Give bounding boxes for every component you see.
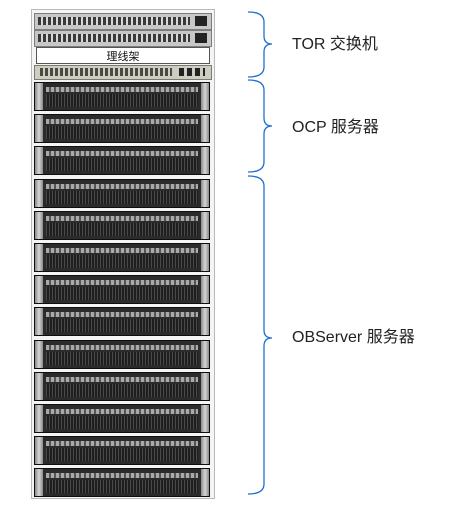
vent-grille: [46, 287, 198, 301]
server-rack: 理线架: [31, 9, 215, 499]
rack-handle: [35, 308, 43, 336]
rack-handle: [35, 179, 43, 207]
rack-handle: [35, 276, 43, 304]
observer-server-unit: [34, 468, 210, 498]
drive-bays: [46, 151, 198, 157]
drive-bays: [46, 441, 198, 447]
rack-handle: [35, 147, 43, 175]
rack-handle: [35, 405, 43, 432]
ocp-server-unit: [34, 146, 210, 176]
rack-handle: [35, 437, 43, 465]
vent-grille: [46, 319, 198, 333]
switch-module: [195, 16, 207, 26]
tor-switch-1: [34, 13, 212, 30]
vent-grille: [46, 222, 198, 236]
drive-bays: [46, 473, 198, 479]
vent-grille: [46, 126, 198, 140]
drive-bays: [46, 119, 198, 125]
cable-management-tray: 理线架: [36, 47, 210, 64]
rack-handle: [201, 276, 209, 304]
rack-handle: [35, 469, 43, 497]
tor-switch-2: [34, 30, 212, 47]
drive-bays: [46, 87, 198, 92]
rack-handle: [201, 211, 209, 239]
drive-bays: [46, 376, 198, 382]
rack-handle: [201, 147, 209, 175]
switch-module: [195, 33, 207, 43]
rack-handle: [201, 405, 209, 432]
patch-panel: [34, 65, 212, 80]
vent-grille: [46, 190, 198, 204]
ocp-server-label: OCP 服务器: [292, 119, 379, 136]
rack-handle: [201, 340, 209, 368]
rack-handle: [201, 83, 209, 110]
vent-grille: [46, 416, 198, 429]
observer-server-unit: [34, 436, 210, 466]
rack-handle: [35, 340, 43, 368]
rack-handle: [35, 115, 43, 143]
switch-ports: [38, 17, 190, 25]
vent-grille: [46, 158, 198, 172]
switch-ports: [38, 34, 190, 42]
rack-handle: [201, 437, 209, 465]
observer-server-unit: [34, 210, 210, 240]
observer-server-unit: [34, 243, 210, 272]
rack-handle: [35, 83, 43, 110]
observer-server-unit: [34, 339, 210, 369]
ocp-server-unit: [34, 82, 210, 111]
drive-bays: [46, 215, 198, 221]
observer-server-unit: [34, 178, 210, 208]
observer-server-unit: [34, 404, 210, 433]
observer-bracket: [247, 175, 273, 495]
rack-handle: [35, 211, 43, 239]
rack-handle: [201, 469, 209, 497]
vent-grille: [46, 480, 198, 494]
cable-tray-label: 理线架: [106, 50, 140, 63]
drive-bays: [46, 248, 198, 253]
drive-bays: [46, 409, 198, 414]
vent-grille: [46, 383, 198, 397]
vent-grille: [46, 448, 198, 462]
tor-switch-label: TOR 交换机: [292, 36, 378, 53]
drive-bays: [46, 183, 198, 189]
tor-bracket: [247, 11, 273, 78]
drive-bays: [46, 344, 198, 350]
uplink-ports: [179, 68, 205, 76]
rack-handle: [35, 244, 43, 271]
drive-bays: [46, 312, 198, 318]
observer-server-unit: [34, 371, 210, 401]
ocp-bracket: [247, 79, 273, 173]
observer-server-unit: [34, 307, 210, 337]
rack-handle: [35, 372, 43, 400]
vent-grille: [46, 351, 198, 365]
rack-handle: [201, 244, 209, 271]
vent-grille: [46, 255, 198, 268]
drive-bays: [46, 280, 198, 286]
rack-handle: [201, 179, 209, 207]
rack-handle: [201, 308, 209, 336]
observer-server-unit: [34, 275, 210, 305]
observer-server-label: OBServer 服务器: [292, 329, 415, 346]
ocp-server-unit: [34, 114, 210, 144]
vent-grille: [46, 94, 198, 107]
rack-handle: [201, 372, 209, 400]
patch-ports: [40, 68, 172, 76]
rack-handle: [201, 115, 209, 143]
